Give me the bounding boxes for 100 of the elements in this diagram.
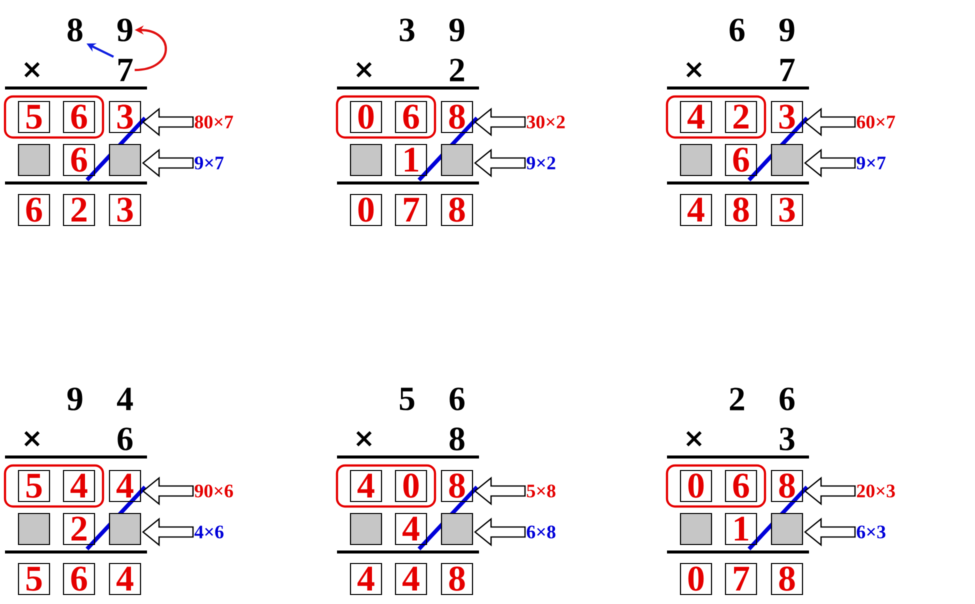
digit-box: 6: [18, 194, 50, 226]
product-label: 20×3: [857, 484, 895, 498]
shaded-box: [108, 144, 142, 176]
product-label: 6×3: [856, 526, 886, 538]
block-arrow: [474, 518, 526, 546]
times-sign: ×: [356, 431, 372, 446]
rounded-box: [336, 464, 436, 508]
product-label: 9×2: [526, 156, 556, 170]
digit-box: 4: [394, 562, 428, 596]
block-arrow: [474, 148, 526, 178]
shaded-box: [770, 144, 804, 176]
rounded-box: [4, 464, 104, 508]
rounded-box: [666, 464, 766, 508]
digit-box: 3: [770, 194, 804, 226]
digit-box: 0: [680, 470, 712, 502]
digit-box: 8: [440, 194, 474, 226]
digit: 9: [67, 388, 82, 410]
digit-box: 6: [62, 144, 96, 176]
shaded-box: [350, 144, 382, 176]
digit-box: 0: [350, 194, 382, 226]
digit: 8: [450, 428, 464, 450]
digit: 2: [730, 388, 744, 410]
digit: 9: [779, 18, 794, 42]
digit-box: 5: [18, 100, 50, 134]
digit-box: 8: [440, 470, 474, 502]
block-arrow: [474, 476, 526, 506]
shaded-box: [18, 144, 50, 176]
digit-box: 0: [680, 562, 712, 596]
digit-box: 0: [350, 100, 382, 134]
shaded-box: [440, 512, 474, 546]
digit-box: 3: [108, 194, 142, 226]
digit-box: 5: [18, 562, 50, 596]
digit: 6: [450, 388, 464, 410]
shaded-box: [680, 144, 712, 176]
digit-box: 6: [724, 470, 758, 502]
digit-box: 8: [724, 194, 758, 226]
digit-box: 7: [394, 194, 428, 226]
block-arrow: [804, 518, 856, 546]
block-arrow: [142, 518, 194, 546]
digit-box: 8: [440, 562, 474, 596]
block-arrow: [804, 476, 856, 506]
digit-box: 1: [724, 512, 758, 546]
digit: 3: [780, 428, 794, 450]
block-arrow: [142, 108, 194, 136]
digit-box: 4: [108, 470, 142, 502]
digit: 6: [118, 428, 132, 450]
digit: 2: [450, 58, 464, 82]
digit: 7: [118, 58, 133, 82]
times-sign: ×: [24, 431, 40, 446]
product-label: 90×6: [194, 484, 233, 498]
digit-box: 4: [680, 100, 712, 134]
digit-box: 4: [62, 470, 96, 502]
digit: 6: [730, 18, 744, 42]
digit-box: 4: [108, 562, 142, 596]
digit-box: 6: [62, 100, 96, 134]
shaded-box: [350, 512, 382, 546]
digit-box: 6: [724, 144, 758, 176]
product-label: 9×7: [856, 156, 886, 170]
product-label: 5×8: [526, 484, 556, 498]
digit-box: 2: [724, 100, 758, 134]
digit-box: 2: [62, 194, 96, 226]
product-label: 30×2: [526, 116, 565, 128]
digit-box: 6: [394, 100, 428, 134]
times-sign: ×: [686, 431, 702, 446]
block-arrow: [474, 108, 526, 136]
product-label: 9×7: [194, 156, 224, 170]
digit-box: 3: [770, 100, 804, 134]
product-label: 60×7: [856, 116, 896, 128]
shaded-box: [680, 512, 712, 546]
digit-box: 8: [770, 470, 804, 502]
rounded-box: [336, 95, 436, 139]
rounded-box: [4, 95, 104, 139]
digit-box: 3: [108, 100, 142, 134]
times-sign: ×: [24, 62, 40, 78]
block-arrow: [804, 108, 856, 136]
digit: 8: [68, 18, 82, 42]
digit-box: 4: [394, 512, 428, 546]
digit-box: 6: [62, 562, 96, 596]
product-label: 4×6: [194, 526, 224, 538]
digit-box: 1: [394, 144, 428, 176]
digit: 9: [117, 18, 132, 42]
digit: 9: [449, 18, 464, 42]
digit: 3: [400, 18, 414, 42]
digit: 5: [400, 388, 414, 410]
digit: 7: [780, 58, 795, 82]
block-arrow: [142, 148, 194, 178]
digit: 6: [780, 388, 794, 410]
digit-box: 2: [62, 512, 96, 546]
block-arrow: [804, 148, 856, 178]
shaded-box: [770, 512, 804, 546]
digit-box: 4: [350, 562, 382, 596]
rounded-box: [666, 95, 766, 139]
product-label: 80×7: [194, 116, 234, 128]
digit-box: 8: [440, 100, 474, 134]
digit-box: 4: [680, 194, 712, 226]
digit-box: 8: [770, 562, 804, 596]
digit-box: 0: [394, 470, 428, 502]
digit-box: 5: [18, 470, 50, 502]
shaded-box: [108, 512, 142, 546]
product-label: 6×8: [526, 526, 556, 538]
